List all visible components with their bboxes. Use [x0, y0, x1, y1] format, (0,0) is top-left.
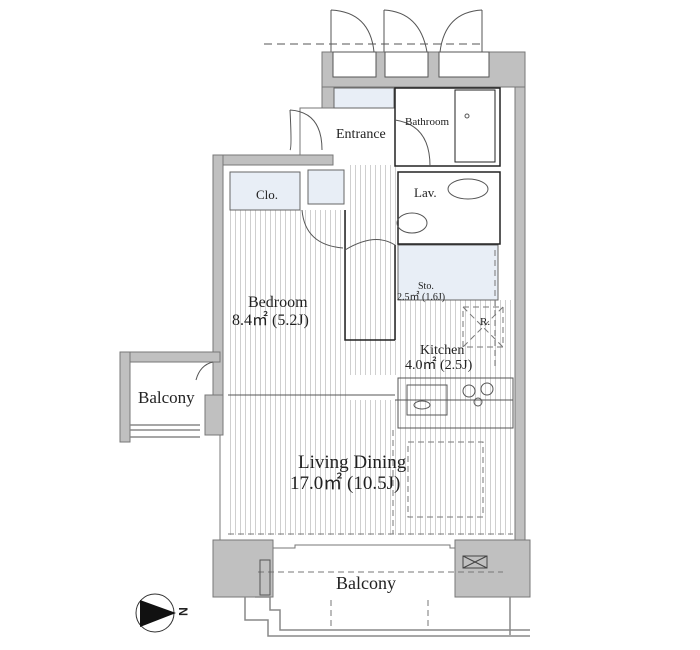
- storage-area: 2.5㎡ (1.6J): [397, 292, 446, 303]
- bedroom-area: 8.4㎡ (5.2J): [232, 312, 309, 329]
- entrance-label: Entrance: [336, 127, 386, 142]
- closet-label: Clo.: [256, 187, 279, 202]
- bathroom-label: Bathroom: [405, 116, 449, 128]
- refrigerator-label: R.: [480, 316, 491, 328]
- compass-north-label: N: [175, 607, 190, 616]
- living-dining-area: 17.0㎡ (10.5J): [290, 473, 401, 494]
- storage-label: Sto.: [418, 281, 434, 292]
- bedroom-floor: [228, 210, 348, 400]
- lavatory-label: Lav.: [414, 185, 437, 200]
- main-balcony-label: Balcony: [336, 573, 396, 593]
- side-balcony-label: Balcony: [138, 388, 195, 407]
- kitchen-label: Kitchen: [420, 343, 465, 358]
- bedroom-label: Bedroom: [248, 294, 308, 311]
- kitchen-area: 4.0㎡ (2.5J): [405, 358, 473, 373]
- living-floor: [228, 400, 513, 535]
- compass-icon: [135, 593, 176, 633]
- living-dining-label: Living Dining: [298, 452, 407, 473]
- exterior-doors: [264, 9, 483, 53]
